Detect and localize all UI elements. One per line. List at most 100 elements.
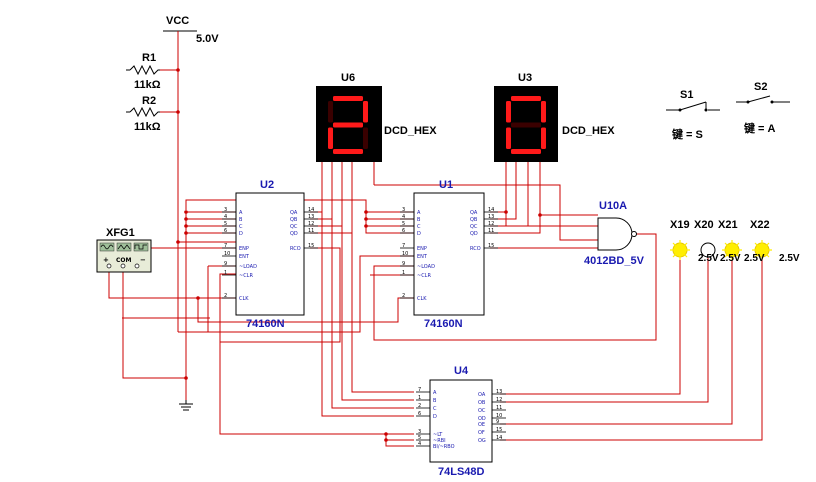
pin-name: A (433, 390, 437, 396)
u4-b-wire (331, 162, 414, 409)
probe-x22[interactable] (752, 240, 772, 260)
pin-name: ~LT (433, 432, 443, 438)
segment-f (506, 101, 511, 123)
pin-number: 5 (224, 221, 227, 227)
x21-wire (500, 258, 733, 425)
ground-symbol (179, 400, 193, 411)
u1-qd-wire (490, 162, 541, 234)
pin-number: 9 (224, 261, 227, 267)
x22-label: X22 (750, 219, 770, 231)
sine-wave-icon (99, 242, 115, 252)
u2-label: U2 (260, 179, 274, 191)
pin-name: ENT (417, 254, 428, 260)
switch-s1[interactable] (666, 101, 720, 112)
pin-number: 3 (402, 207, 405, 213)
r1-value: 11kΩ (134, 79, 161, 91)
pin-number: 1 (418, 395, 421, 401)
pin-number: 6 (402, 228, 405, 234)
pin-number: 14 (488, 207, 494, 213)
pin-name: ENT (239, 254, 250, 260)
pin-name: B (417, 217, 421, 223)
probe-x20[interactable] (700, 242, 716, 258)
xfg-com-terminal[interactable] (120, 263, 126, 269)
u10a-label: U10A (599, 200, 627, 212)
segment-a (333, 96, 363, 101)
pin-name: OE (478, 422, 485, 428)
display-u6-segments (328, 96, 368, 154)
s2-label: S2 (754, 81, 767, 93)
pin-number: 13 (308, 214, 314, 220)
display-u6[interactable] (316, 86, 382, 162)
pin-number: 7 (224, 243, 227, 249)
pin-name: ~LOAD (239, 264, 257, 270)
u2-part: 74160N (246, 318, 285, 330)
pin-number: 4 (224, 214, 227, 220)
probe-x21[interactable] (722, 240, 742, 260)
segment-g (333, 122, 363, 128)
x19-label: X19 (670, 219, 690, 231)
pin-name: OG (478, 438, 486, 444)
pin-number: 9 (402, 261, 405, 267)
x20-value: 2.5V (698, 253, 719, 264)
nand-in-c (374, 184, 598, 241)
pin-name: QA (290, 210, 298, 216)
u2-qd-wire (310, 162, 353, 234)
pin-name: ENP (417, 246, 427, 252)
pin-number: 4 (402, 214, 405, 220)
resistor-r2[interactable] (126, 106, 160, 118)
u2-rco-wire (219, 247, 341, 343)
u4-lt-wire (219, 342, 414, 447)
pin-number: 15 (488, 243, 494, 249)
segment-a (511, 96, 541, 101)
xfg-com: COM (116, 257, 132, 264)
pin-number: 7 (418, 387, 421, 393)
pin-number: 12 (308, 221, 314, 227)
pin-name: QB (290, 217, 298, 223)
segment-b (363, 101, 368, 123)
x19-wire (500, 258, 681, 395)
xfg-plus-terminal[interactable] (106, 263, 112, 269)
clk-shared-wire (197, 297, 414, 323)
pin-number: 2 (402, 293, 405, 299)
segment-c (541, 127, 546, 149)
resistor-r1[interactable] (126, 64, 160, 76)
pin-name: ~RBI (433, 438, 446, 444)
pin-name: D (239, 231, 243, 237)
pin-name: CLK (239, 296, 249, 302)
u1-body (413, 192, 485, 316)
u1-qb-wire (490, 162, 517, 220)
vcc-label: VCC (166, 15, 189, 27)
x20-label: X20 (694, 219, 714, 231)
s2-key: 键 = A (743, 121, 776, 135)
pin-name: D (433, 414, 437, 420)
x20-wire (500, 258, 709, 403)
vcc-value: 5.0V (196, 33, 219, 45)
segment-d (333, 149, 363, 154)
function-generator-xfg1[interactable] (96, 239, 152, 273)
pin-name: ~CLR (239, 273, 253, 279)
u1-enp-wire (178, 255, 414, 333)
xfg-minus-terminal[interactable] (134, 263, 140, 269)
pin-name: QA (470, 210, 478, 216)
u2-body (235, 192, 305, 316)
xfg-plus: + (103, 256, 109, 264)
pin-number: 4 (418, 441, 421, 447)
pin-name: C (239, 224, 243, 230)
pin-number: 3 (224, 207, 227, 213)
pin-name: C (417, 224, 421, 230)
pin-number: 3 (418, 429, 421, 435)
display-u3[interactable] (494, 86, 558, 162)
pin-name: ~CLR (417, 273, 431, 279)
r1-label: R1 (142, 52, 156, 64)
u3-type: DCD_HEX (562, 125, 615, 137)
pin-number: 13 (488, 214, 494, 220)
switch-s2[interactable] (736, 95, 790, 104)
nand-gate-u10a[interactable] (597, 217, 637, 251)
gen-clk-wire (108, 272, 236, 299)
probe-x19[interactable] (670, 240, 690, 260)
